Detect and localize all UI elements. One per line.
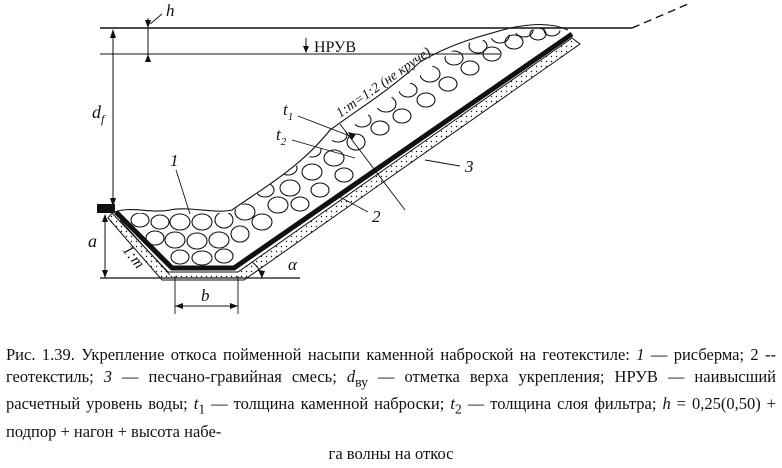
berm-block [97,204,115,213]
callout-2-label: 2 [372,207,381,226]
callout-1-label: 1 [170,151,179,170]
t2-label: t2 [276,125,287,148]
h-arrow-bottom [145,54,151,62]
caption-last-line: га волны на откос [328,443,454,463]
riprap-stones [130,28,561,266]
df-arrow-bottom [110,198,116,207]
t1-leader [297,115,351,137]
geotextile-line [114,31,574,271]
callout-1-leader [175,169,191,215]
h-leader [149,13,163,25]
a-arrow-bottom [102,270,108,278]
riprap-outline [111,23,569,214]
thickness-marker [339,123,406,211]
df-label: df [92,102,106,126]
filter-layer [107,37,581,281]
thickness-arrow [348,132,356,140]
b-label: b [201,286,210,305]
nruv-marker [303,46,309,53]
h-label: h [166,1,175,20]
t1-label: t1 [283,100,293,123]
nruv-label: НРУВ [314,39,356,56]
callout-2-leader [337,195,369,213]
caption-body: Рис. 1.39. Укрепление откоса пойменной н… [6,345,777,441]
callout-3-label: 3 [464,157,474,176]
slope-guide-line [119,219,171,276]
alpha-label: α [288,255,298,274]
b-arrow-right [230,303,238,309]
alpha-arrow [258,270,265,278]
df-arrow-top [110,29,116,38]
upper-slope-label: 1:m=1:2 (не круче) [334,45,434,122]
crest-dashed-line [631,3,689,29]
slope-diagram: h НРУВ df a [88,1,689,314]
figure-caption: Рис. 1.39. Укрепление откоса пойменной н… [6,344,776,465]
t2-leader [291,139,356,159]
a-arrow-top [102,214,108,222]
callout-3-leader [424,159,461,167]
h-arrow-top [145,20,151,28]
b-arrow-left [175,303,183,309]
a-label: a [88,231,97,251]
